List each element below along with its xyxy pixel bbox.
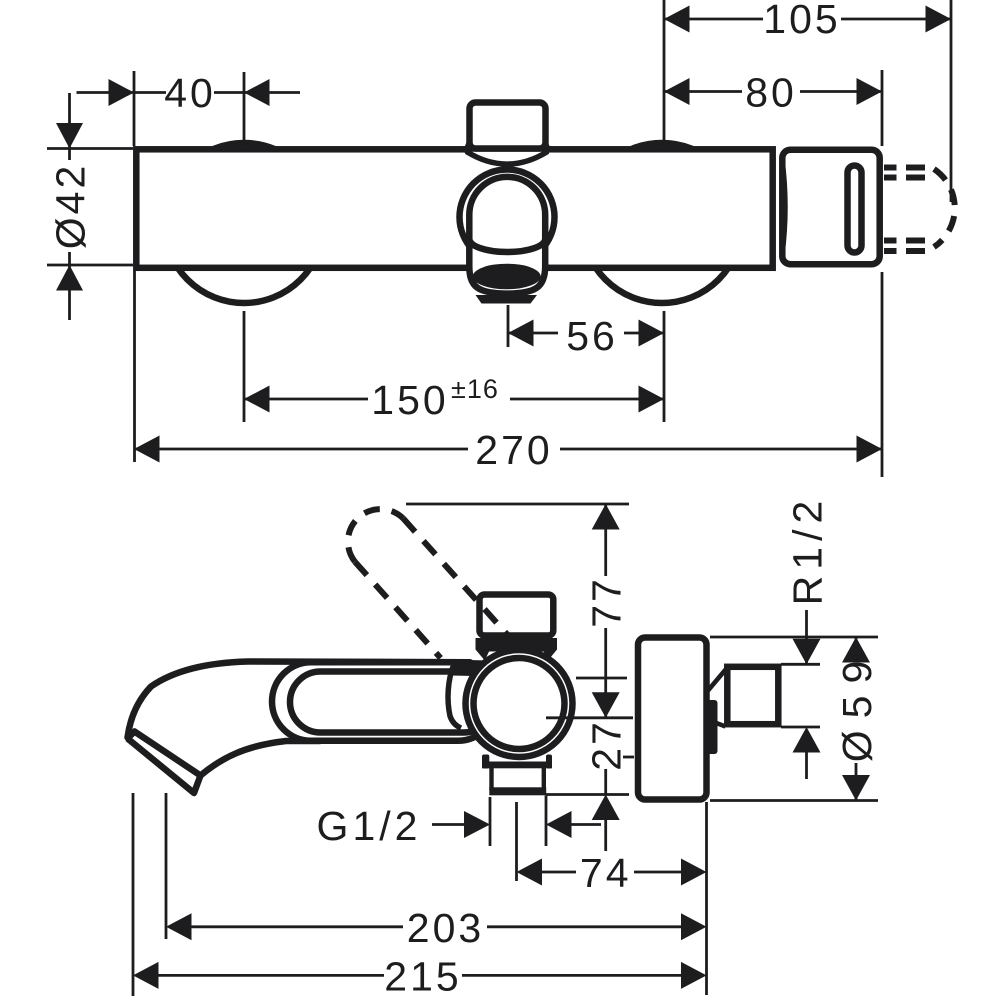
svg-text:56: 56: [566, 313, 618, 359]
svg-text:G1/2: G1/2: [317, 803, 422, 849]
svg-text:215: 215: [384, 953, 461, 999]
svg-text:150: 150: [371, 377, 448, 423]
svg-text:R1/2: R1/2: [785, 495, 831, 606]
svg-text:40: 40: [164, 70, 216, 116]
svg-text:Ø42: Ø42: [48, 163, 94, 250]
svg-text:77: 77: [584, 576, 630, 628]
svg-text:Ø59: Ø59: [834, 649, 880, 763]
svg-text:105: 105: [763, 0, 840, 42]
svg-text:27: 27: [584, 719, 630, 771]
svg-text:270: 270: [475, 427, 552, 473]
svg-text:203: 203: [407, 905, 484, 951]
svg-text:80: 80: [745, 70, 797, 116]
svg-text:±16: ±16: [451, 374, 499, 404]
svg-text:74: 74: [580, 850, 632, 896]
